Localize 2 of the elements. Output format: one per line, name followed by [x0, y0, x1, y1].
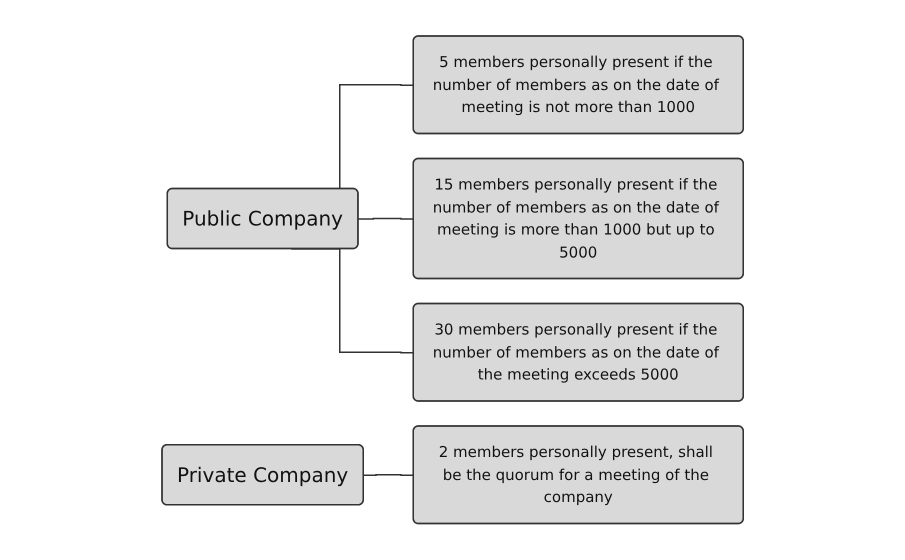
- connector: [364, 474, 414, 476]
- connector: [358, 218, 414, 220]
